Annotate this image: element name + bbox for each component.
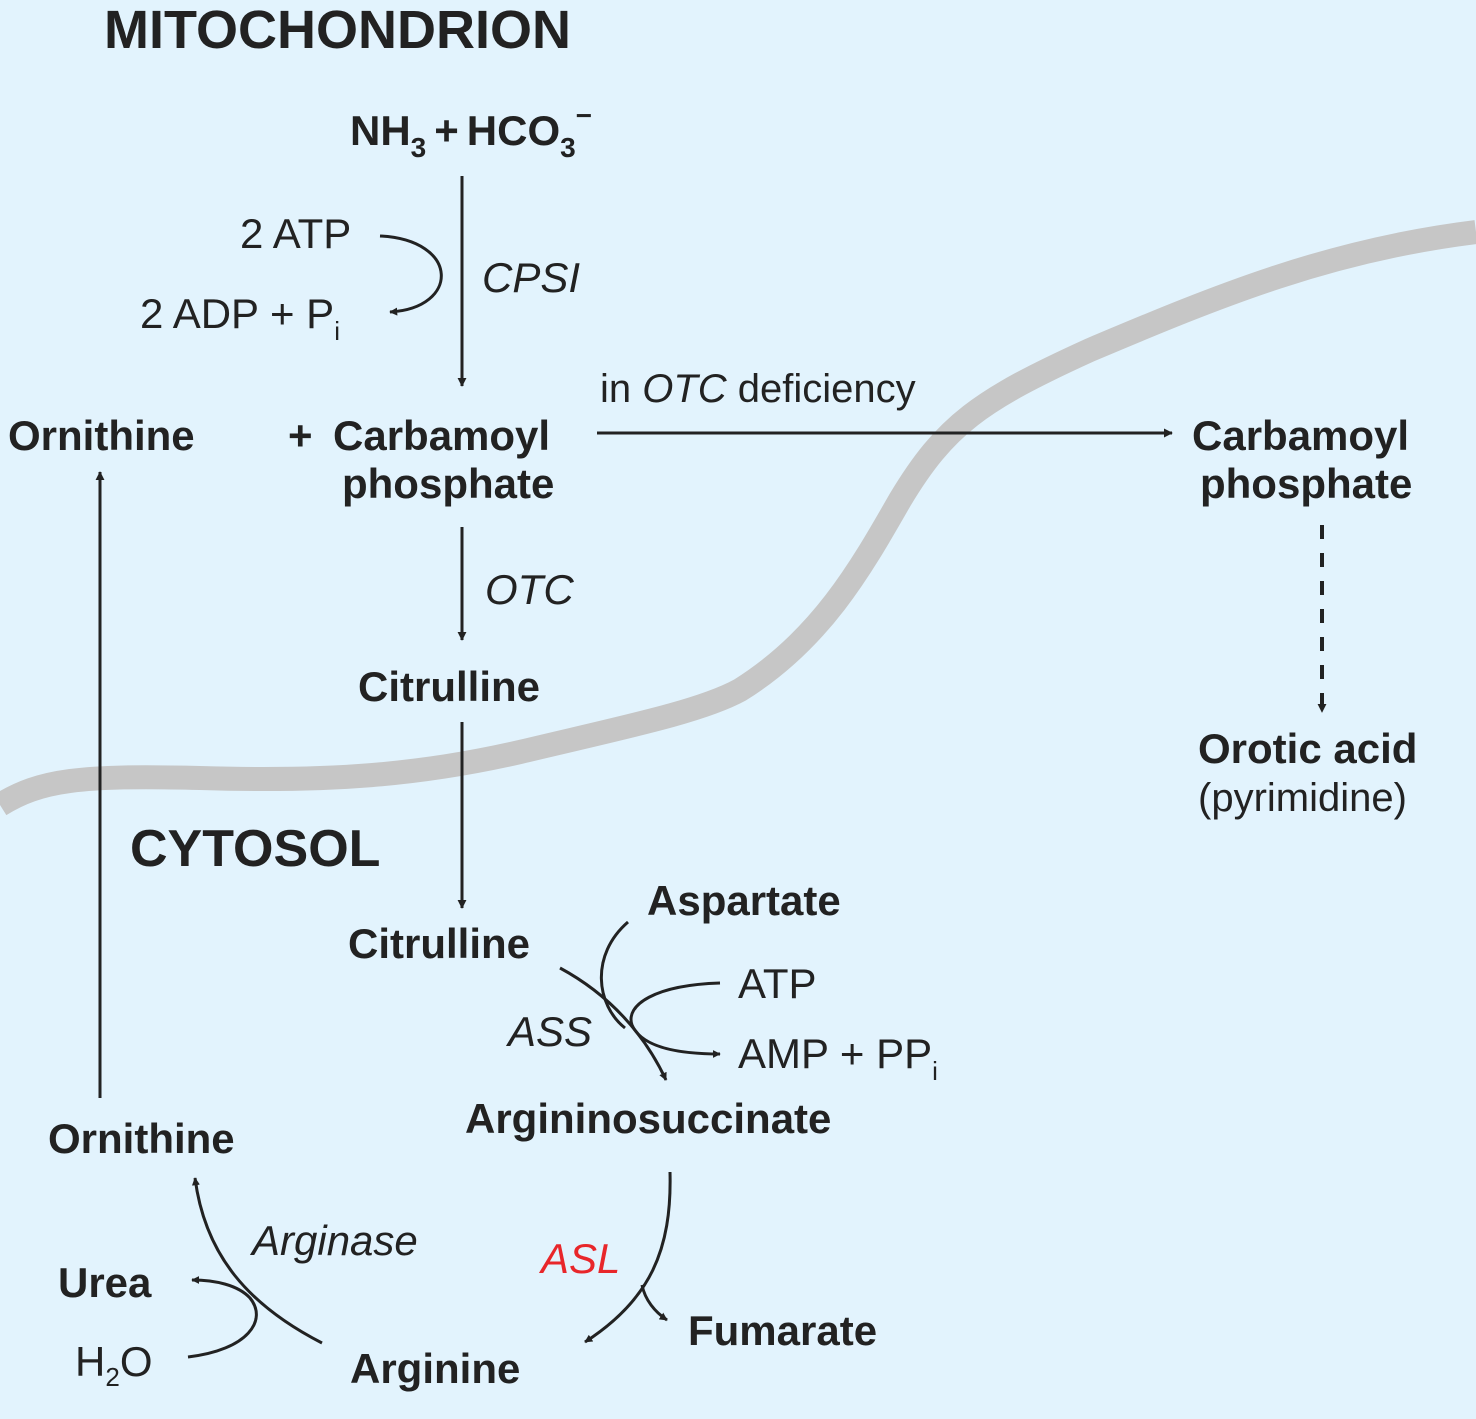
ornithine-mito-label: Ornithine — [8, 412, 195, 459]
arginine-label: Arginine — [350, 1345, 520, 1392]
atp-label: ATP — [738, 960, 817, 1007]
phosphate-right-label: phosphate — [1200, 460, 1412, 507]
carbamoyl-right-label: Carbamoyl — [1192, 412, 1409, 459]
mitochondrion-heading: MITOCHONDRION — [104, 0, 571, 60]
atp-cofactor-arrow — [379, 234, 443, 316]
fumarate-output-arrow — [640, 1284, 668, 1322]
urea-label: Urea — [58, 1259, 152, 1306]
ass-label: ASS — [505, 1008, 592, 1055]
citrulline-cyto-label: Citrulline — [348, 920, 530, 967]
otc-label: OTC — [485, 566, 574, 613]
arginase-main-arrow — [191, 1177, 323, 1345]
substrates-label: NH3+HCO3− — [350, 100, 592, 163]
fumarate-label: Fumarate — [688, 1307, 877, 1354]
pyrimidine-label: (pyrimidine) — [1198, 776, 1407, 820]
phosphate-label: phosphate — [342, 460, 554, 507]
arginase-label: Arginase — [249, 1217, 418, 1264]
cytosol-heading: CYTOSOL — [130, 820, 380, 878]
plus-sign: + — [288, 412, 313, 459]
asl-label: ASL — [538, 1235, 620, 1282]
citrulline-mito-label: Citrulline — [358, 663, 540, 710]
deficiency-label: in OTC deficiency — [600, 367, 916, 411]
carbamoyl-label: Carbamoyl — [333, 412, 550, 459]
cpsi-label: CPSI — [482, 254, 580, 301]
atp-amp-curve — [629, 981, 721, 1058]
amp-ppi-label: AMP + PPi — [738, 1030, 938, 1086]
ass-main-arrow — [559, 966, 668, 1081]
adp-pi-label: 2 ADP + Pi — [140, 290, 340, 346]
aspartate-label: Aspartate — [647, 877, 841, 924]
asl-main-arrow — [584, 1171, 672, 1344]
h2o-label: H2O — [75, 1338, 152, 1392]
ornithine-cyto-label: Ornithine — [48, 1115, 235, 1162]
h2o-urea-curve — [187, 1276, 258, 1359]
aspartate-input-curve — [599, 920, 629, 1030]
argininosuccinate-label: Argininosuccinate — [465, 1095, 831, 1142]
orotic-acid-label: Orotic acid — [1198, 725, 1417, 772]
mitochondrial-membrane — [0, 220, 1476, 816]
atp2-label: 2 ATP — [240, 210, 351, 257]
